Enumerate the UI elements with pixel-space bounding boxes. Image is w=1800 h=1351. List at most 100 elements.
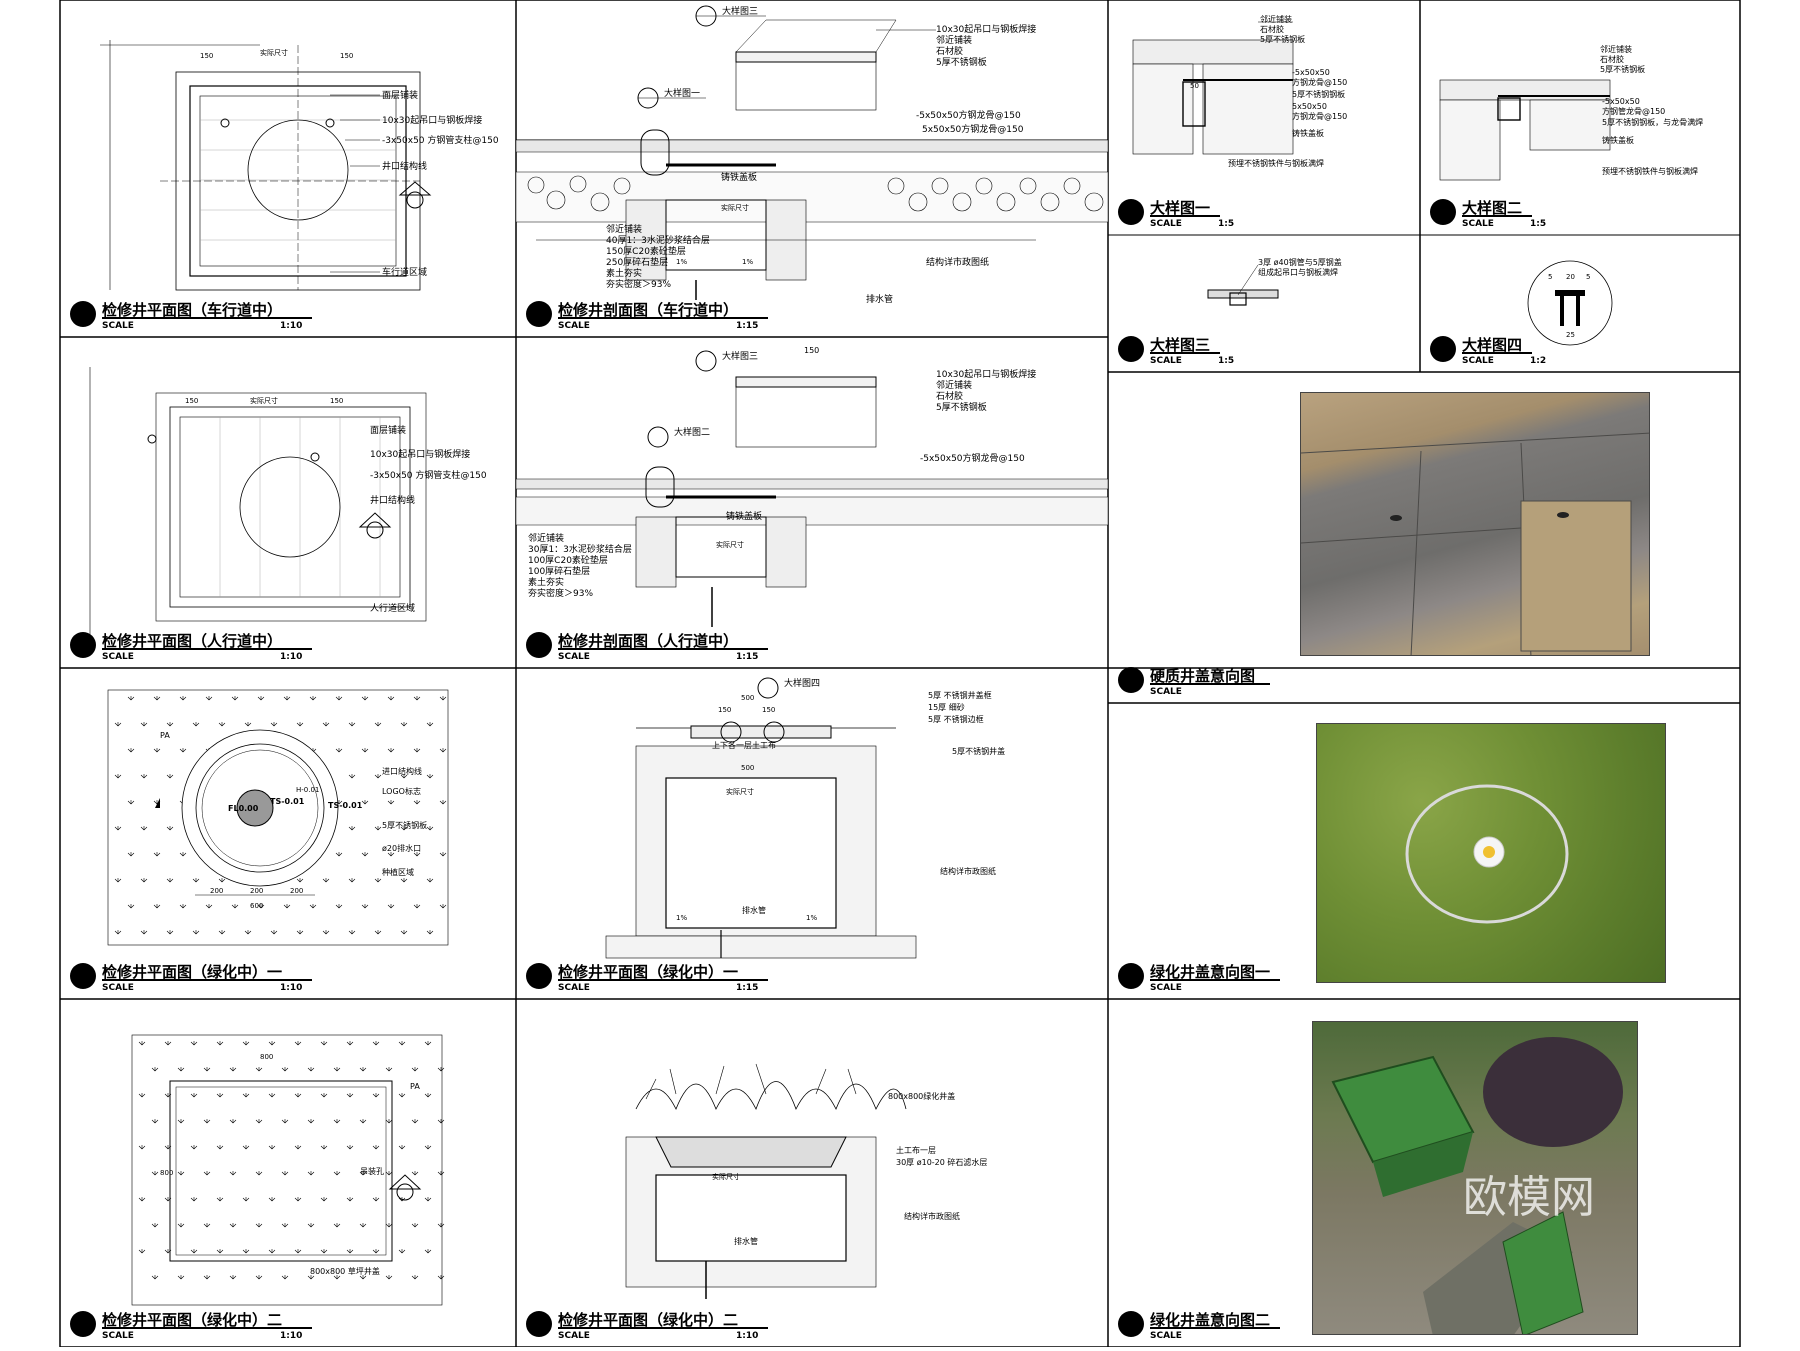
grass-mark <box>151 1275 159 1280</box>
title-underline <box>558 648 768 650</box>
label-steel-plate: 5厚不锈钢板 <box>1600 64 1645 74</box>
scale-value: 1:5 <box>1218 219 1235 229</box>
label-frame: 5厚 不锈钢井盖框 <box>928 690 992 700</box>
panel-green-cover-photo-2: 欧模网 绿化井盖意向图二 SCALE <box>1108 999 1740 1347</box>
dim-500-mid: 500 <box>741 764 754 772</box>
grass-mark <box>411 1171 419 1176</box>
grass-mark <box>255 1275 263 1280</box>
dim-800-side: 800 <box>160 1169 173 1177</box>
scale-label: SCALE <box>102 652 134 662</box>
label-surface: 面层铺装 <box>370 424 406 436</box>
slope-right: 1% <box>806 914 817 922</box>
grass-mark <box>335 748 343 753</box>
scale-label: SCALE <box>102 983 134 993</box>
grass-mark <box>333 1223 341 1228</box>
grass-mark <box>400 722 408 727</box>
grass-mark <box>166 774 174 779</box>
grass-mark <box>411 1275 419 1280</box>
grass-mark <box>140 722 148 727</box>
grass-mark <box>307 1223 315 1228</box>
panel-detail-2: 邻近铺装 石材胶 5厚不锈钢板 -5x50x50 方钢管龙骨@150 5厚不锈钢… <box>1420 0 1740 235</box>
grass-mark <box>346 1093 354 1098</box>
grass-mark <box>294 1145 302 1150</box>
grass-mark <box>268 1041 276 1046</box>
label-steel-plate: 5厚不锈钢板 <box>936 56 987 68</box>
grass-mark <box>114 826 122 831</box>
grass-mark <box>372 1249 380 1254</box>
grass-mark <box>255 1171 263 1176</box>
slope-left: 1% <box>676 914 687 922</box>
grass-mark <box>257 696 265 701</box>
grass-mark <box>424 1249 432 1254</box>
lawn-cover <box>1405 784 1569 924</box>
label-inlet-line: 进口结构线 <box>382 766 422 776</box>
grass-mark <box>190 1145 198 1150</box>
grass-mark <box>242 1197 250 1202</box>
grass-mark <box>268 1249 276 1254</box>
label-green-cover: 800x800绿化井盖 <box>888 1091 955 1101</box>
grass-mark <box>439 904 447 909</box>
scale-label: SCALE <box>558 983 590 993</box>
label-layer-1: 邻近铺装 <box>528 532 564 544</box>
grass-mark <box>439 852 447 857</box>
panel-title: 绿化井盖意向图一 <box>1150 963 1271 981</box>
label-structure-ref: 结构详市政图纸 <box>940 866 996 876</box>
title-underline <box>1462 215 1532 217</box>
label-keel-b: 方钢管龙骨@150 <box>1602 106 1665 116</box>
grass-mark <box>398 1249 406 1254</box>
dim-150-left: 150 <box>185 397 198 405</box>
panel-plan-green-1: PA 进口结构线 LOGO标志 5厚不锈钢板 ø20排水口 种植区域 FL0.0… <box>60 668 516 999</box>
green-cover-photo-2: 欧模网 <box>1312 1021 1638 1335</box>
panel-title: 大样图二 <box>1462 199 1523 217</box>
label-sand: 15厚 细砂 <box>928 702 965 712</box>
grass-mark <box>307 1275 315 1280</box>
grass-mark <box>114 930 122 935</box>
label-keel: -5x50x50方钢龙骨@150 <box>920 452 1025 464</box>
label-actual-size: 实际尺寸 <box>726 787 754 796</box>
grass-mark <box>359 1067 367 1072</box>
grass-mark <box>218 930 226 935</box>
title-underline <box>1462 352 1532 354</box>
label-zone: 人行道区域 <box>370 602 415 614</box>
grass-mark <box>372 1093 380 1098</box>
grass-mark <box>398 1093 406 1098</box>
label-cast-iron: 铸铁盖板 <box>1602 135 1634 145</box>
title-marker <box>1430 199 1456 225</box>
label-detail-1: 大样图一 <box>664 87 700 99</box>
scale-value: 1:5 <box>1218 356 1235 366</box>
label-layer-4: 100厚碎石垫层 <box>528 565 590 577</box>
title-marker <box>70 301 96 327</box>
grass-mark <box>309 696 317 701</box>
grass-mark <box>294 1093 302 1098</box>
scale-label: SCALE <box>558 652 590 662</box>
grass-mark <box>229 1171 237 1176</box>
grass-mark <box>426 930 434 935</box>
dim-150-b: 150 <box>762 706 775 714</box>
grass-mark <box>413 904 421 909</box>
grass-mark <box>374 878 382 883</box>
grass-mark <box>114 722 122 727</box>
dim-actual: 实际尺寸 <box>260 48 288 57</box>
panel-section-pedestrian: 大样图三 大样图二 150 10x30起吊口与钢板焊接 邻近铺装 石材胶 5厚不… <box>515 337 1109 668</box>
grass-mark <box>411 1119 419 1124</box>
scale-label: SCALE <box>1150 1331 1182 1341</box>
grass-mark <box>166 930 174 935</box>
label-embedded: 预埋不锈钢铁件与钢板满焊 <box>1228 158 1324 168</box>
grass-mark <box>359 1119 367 1124</box>
grass-mark <box>244 930 252 935</box>
title-underline <box>1150 215 1220 217</box>
scale-value: 1:10 <box>280 321 303 331</box>
label-pa: PA <box>410 1082 420 1091</box>
label-lift-hole: 吊装孔 <box>360 1166 384 1176</box>
title-marker <box>1118 199 1144 225</box>
grass-mark <box>203 1223 211 1228</box>
panel-title: 检修井平面图（绿化中）二 <box>558 1311 739 1329</box>
grass-mark <box>320 1249 328 1254</box>
paving-pattern <box>1301 432 1649 655</box>
grass-mark <box>138 1145 146 1150</box>
grass-mark <box>127 696 135 701</box>
grass-mark <box>346 1145 354 1150</box>
grass-mark <box>437 1067 445 1072</box>
grass-mark <box>203 1275 211 1280</box>
grass-mark <box>140 774 148 779</box>
